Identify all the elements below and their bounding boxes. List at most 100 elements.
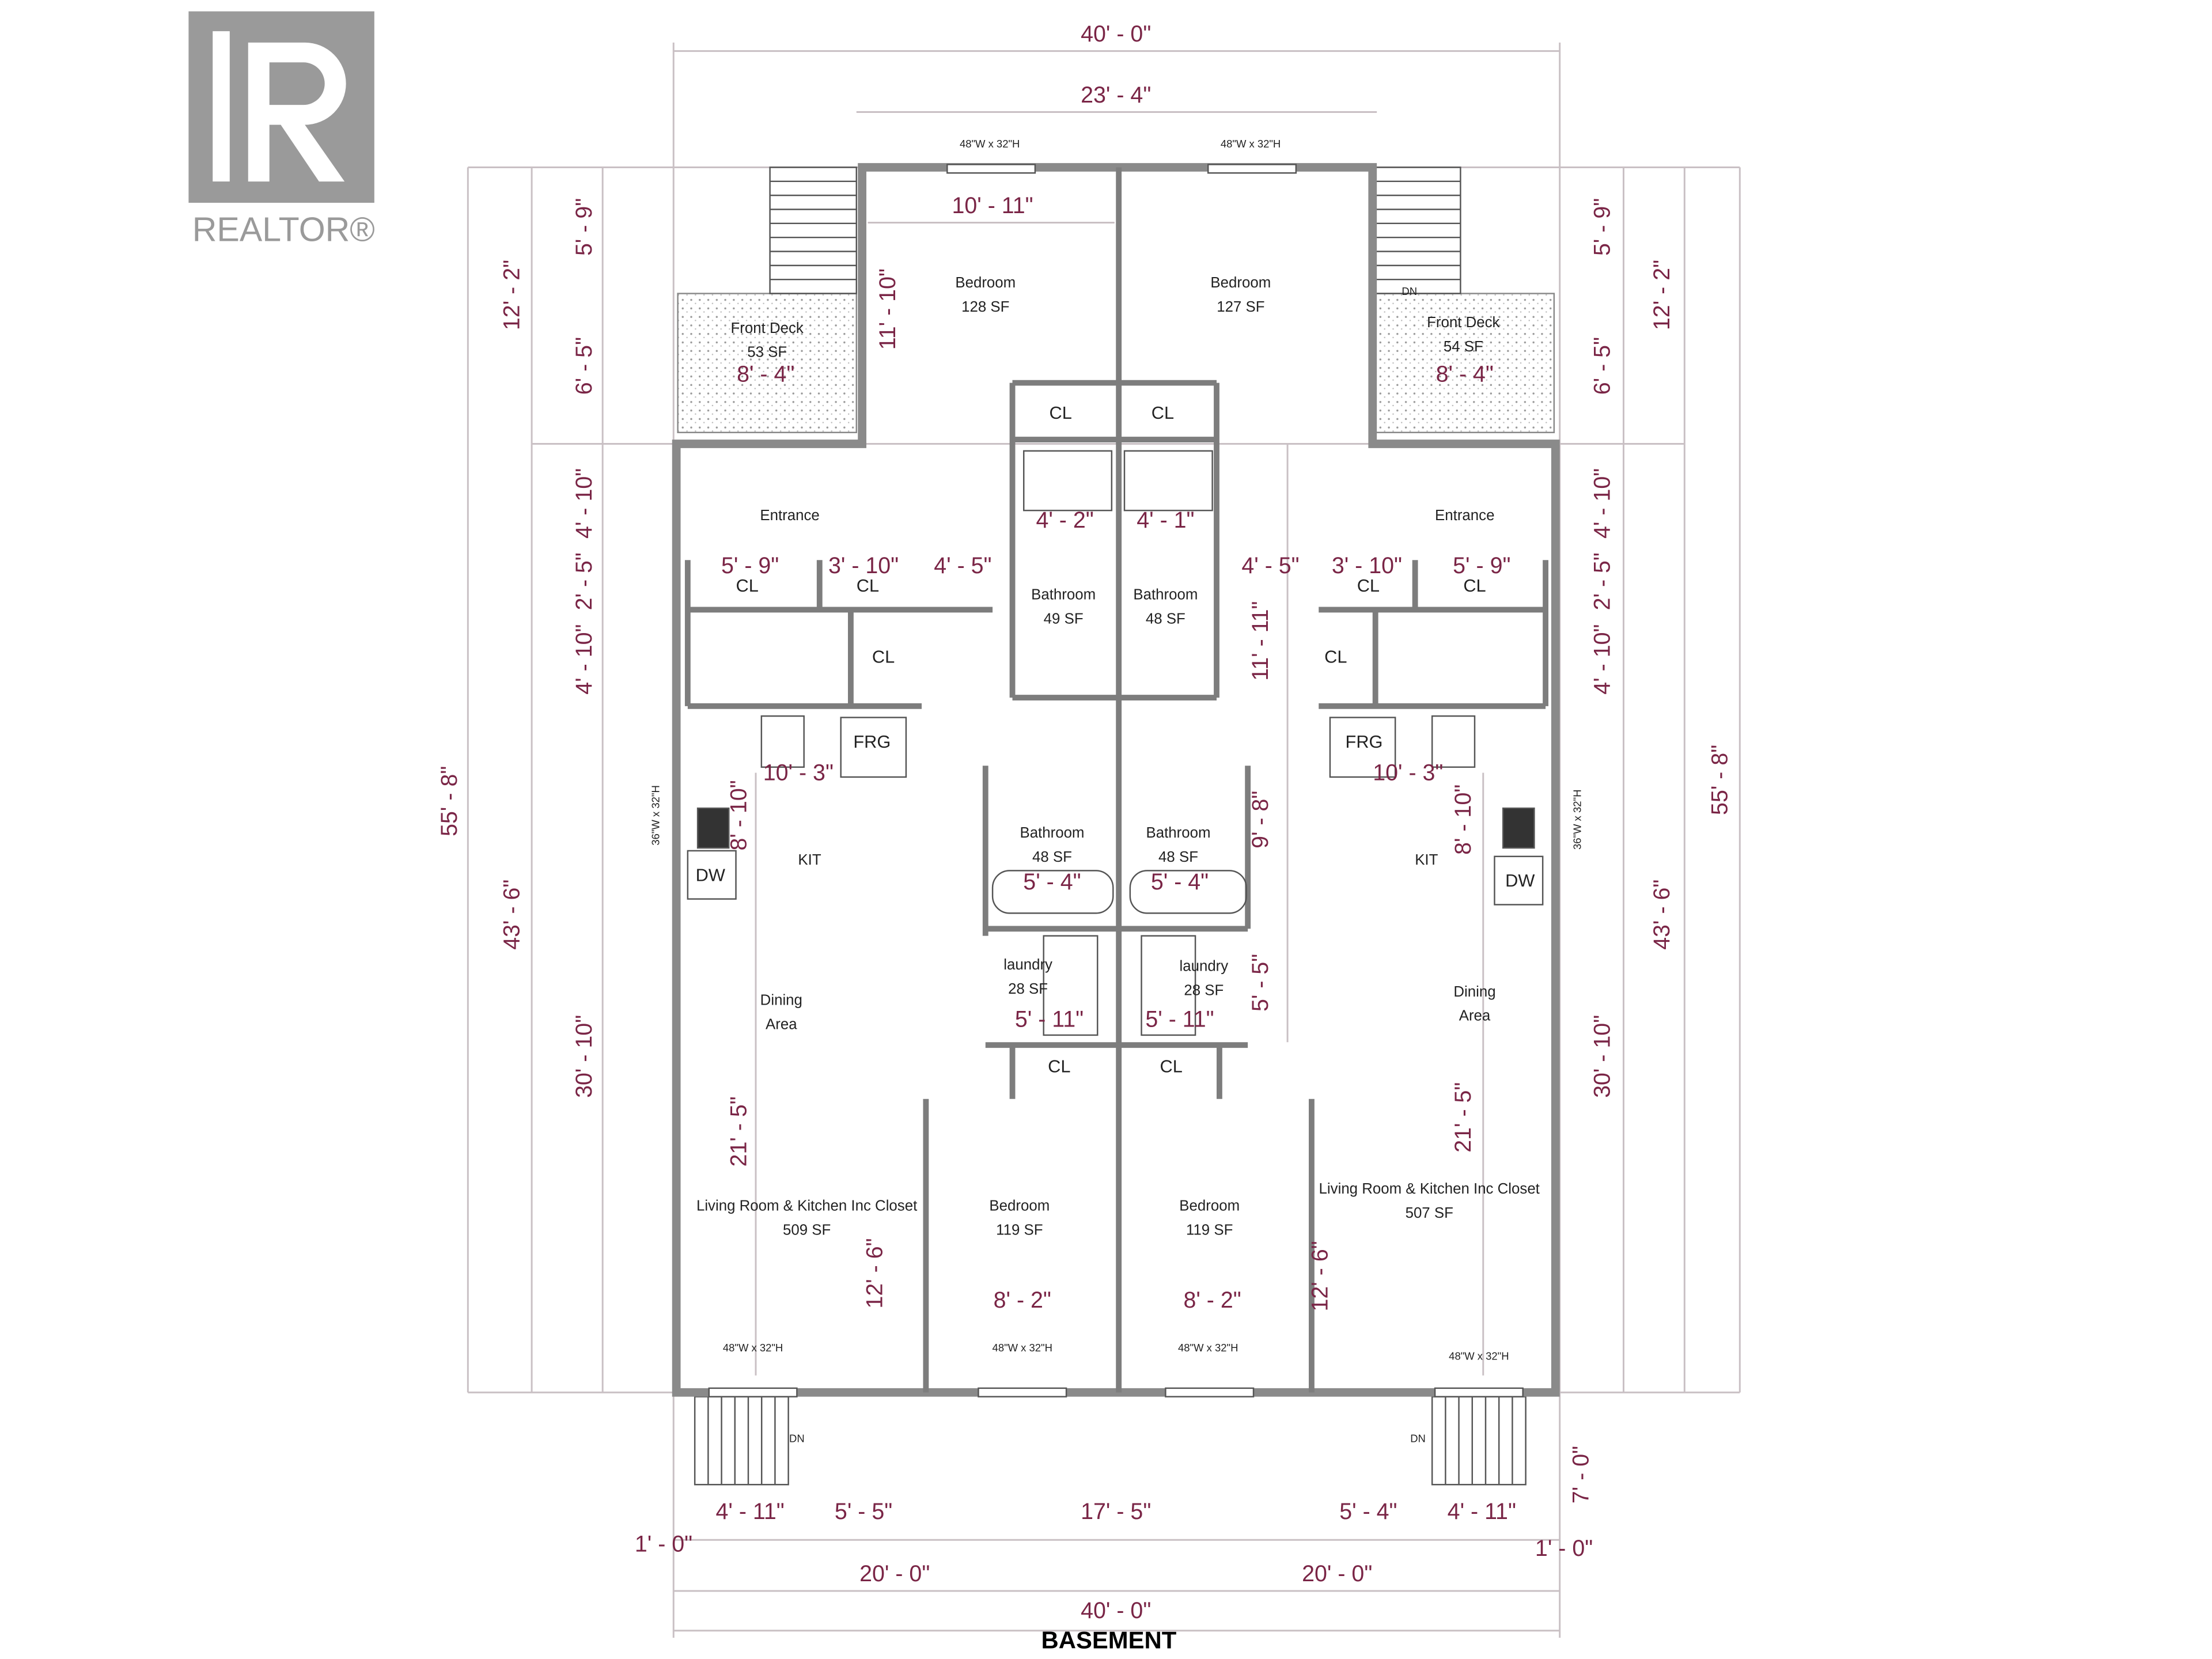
room-label: Living Room & Kitchen Inc Closet [1319, 1181, 1540, 1197]
window-marks [708, 164, 1524, 1397]
dimension-label: 43' - 6" [499, 880, 524, 950]
dimension-label: 5' - 9" [1589, 198, 1615, 256]
window-label: 36"W x 32"H [1571, 790, 1584, 850]
window-label: 48"W x 32"H [1449, 1350, 1509, 1362]
dimension-label: 23' - 4" [1081, 82, 1151, 108]
room-label: Entrance [1435, 507, 1494, 524]
dimension-label: 10' - 11" [952, 193, 1033, 218]
dimension-label: 4' - 11" [1448, 1499, 1516, 1524]
logo-text: REALTOR® [192, 210, 375, 248]
dimension-label: 5' - 4" [1023, 869, 1081, 895]
room-label: 54 SF [1444, 339, 1483, 355]
dimension-label: 10' - 3" [1373, 760, 1443, 785]
room-label: 28 SF [1008, 981, 1048, 997]
dimension-label: 6' - 5" [571, 337, 597, 395]
fixture-label: CL [872, 646, 895, 666]
dimension-label: 12' - 2" [499, 260, 524, 330]
dimension-label: 5' - 5" [1248, 954, 1273, 1012]
room-label: laundry [1179, 959, 1228, 975]
fixture-label: FRG [853, 732, 891, 752]
stair-down-label: DN [1402, 285, 1417, 297]
room-label: Bedroom [955, 275, 1016, 291]
window-label: 48"W x 32"H [1178, 1342, 1238, 1354]
room-label: KIT [1415, 852, 1438, 868]
dimension-label: 5' - 9" [721, 553, 779, 578]
dimension-label: 11' - 11" [1248, 601, 1273, 680]
appliances [687, 450, 1544, 1036]
room-label: 507 SF [1406, 1205, 1453, 1221]
dimension-label: 5' - 4" [1339, 1499, 1397, 1524]
room-label: 28 SF [1184, 982, 1224, 998]
dimension-label: 5' - 11" [1145, 1007, 1214, 1032]
window-label: 48"W x 32"H [723, 1342, 783, 1354]
dimension-label: 21' - 5" [726, 1096, 751, 1166]
dimension-label: 1' - 0" [1535, 1536, 1593, 1561]
dimension-label: 8' - 10" [1450, 785, 1476, 855]
dimension-label: 12' - 6" [862, 1238, 888, 1308]
room-label: Entrance [760, 507, 819, 524]
dimension-label: 21' - 5" [1450, 1082, 1476, 1153]
dimension-label: 55' - 8" [437, 766, 462, 836]
dimension-label: 4' - 11" [716, 1499, 785, 1524]
plan-title: BASEMENT [1041, 1627, 1177, 1654]
stair [1374, 166, 1461, 294]
dimension-label: 8' - 4" [737, 362, 794, 387]
fixture-label: CL [736, 575, 759, 596]
dimension-label: 43' - 6" [1649, 880, 1675, 950]
room-label: 128 SF [961, 299, 1009, 315]
room-label: 119 SF [996, 1222, 1043, 1238]
window-label: 36"W x 32"H [650, 785, 662, 845]
room-label: Bathroom [1133, 587, 1198, 603]
dimension-label: 4' - 5" [934, 553, 991, 578]
room-label: Dining [1453, 984, 1495, 1000]
window-label: 48"W x 32"H [960, 138, 1020, 150]
dimension-label: 3' - 10" [1332, 553, 1402, 578]
dimension-label: 40' - 0" [1081, 1598, 1151, 1623]
stair [769, 166, 858, 294]
room-label: 509 SF [783, 1222, 831, 1238]
dimension-label: 4' - 10" [1589, 624, 1615, 695]
dimension-label: 20' - 0" [1302, 1561, 1372, 1586]
room-label: Bathroom [1146, 825, 1211, 841]
room-label: 127 SF [1217, 299, 1264, 315]
room-label: Bedroom [989, 1198, 1050, 1214]
fixture-label: CL [857, 575, 879, 596]
dimension-label: 4' - 1" [1137, 507, 1194, 533]
room-label: laundry [1003, 957, 1052, 973]
room-label: 48 SF [1146, 611, 1185, 627]
dimension-label: 5' - 9" [571, 198, 597, 256]
decks [677, 293, 1555, 433]
dimension-label: 30' - 10" [1589, 1015, 1615, 1098]
dimension-label: 4' - 10" [1589, 468, 1615, 539]
dimension-label: 10' - 3" [763, 760, 834, 785]
dimension-label: 4' - 10" [571, 468, 597, 539]
dimension-label: 9' - 8" [1248, 791, 1273, 849]
room-label: Area [1459, 1008, 1491, 1024]
dimension-label: 8' - 2" [994, 1287, 1051, 1313]
dimension-label: 5' - 9" [1453, 553, 1510, 578]
dimension-label: 4' - 2" [1036, 507, 1093, 533]
dimension-label: 17' - 5" [1081, 1499, 1151, 1524]
dimension-label: 40' - 0" [1081, 21, 1151, 47]
dimension-label: 4' - 10" [571, 624, 597, 695]
dimension-label: 5' - 11" [1015, 1007, 1084, 1032]
dimension-label: 6' - 5" [1589, 337, 1615, 395]
dimension-label: 2' - 5" [1589, 552, 1615, 610]
room-label: Bedroom [1179, 1198, 1240, 1214]
dimension-label: 11' - 10" [875, 268, 900, 350]
fixture-label: CL [1050, 403, 1072, 423]
dimension-label: 12' - 6" [1308, 1241, 1333, 1311]
dimension-label: 30' - 10" [571, 1015, 597, 1098]
room-label: Living Room & Kitchen Inc Closet [696, 1198, 917, 1214]
fixture-label: CL [1324, 646, 1347, 666]
fixture-label: CL [1463, 575, 1486, 596]
room-label: Dining [760, 993, 802, 1009]
dimension-label: 8' - 10" [726, 780, 751, 850]
dimension-label: 4' - 5" [1241, 553, 1299, 578]
room-label: Front Deck [731, 320, 804, 336]
dimension-label: 5' - 5" [835, 1499, 892, 1524]
dimension-label: 20' - 0" [859, 1561, 930, 1586]
dimension-label: 1' - 0" [635, 1531, 692, 1556]
fixture-label: CL [1152, 403, 1174, 423]
room-label: KIT [798, 852, 821, 868]
